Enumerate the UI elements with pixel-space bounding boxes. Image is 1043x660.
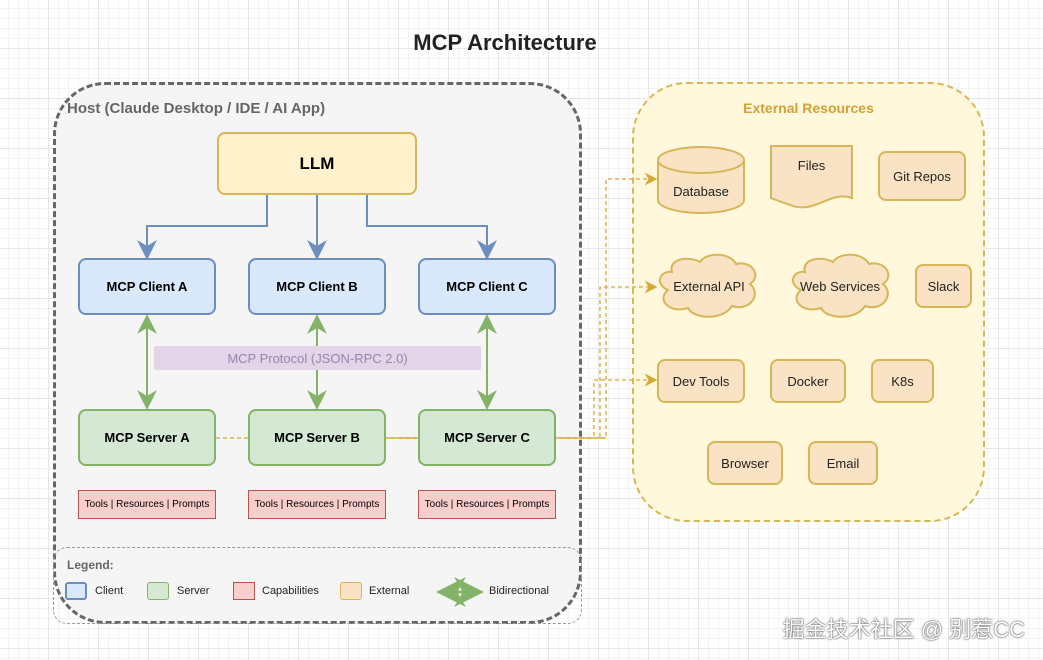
mcp-server-c: MCP Server C — [418, 409, 556, 466]
docker-node: Docker — [770, 359, 846, 403]
legend-bidirectional-label: Bidirectional — [489, 585, 549, 597]
watermark: 掘金技术社区 @ 别惹CC — [782, 617, 1025, 642]
legend-external-swatch — [340, 582, 362, 600]
capabilities-a: Tools | Resources | Prompts — [78, 490, 216, 519]
capabilities-b: Tools | Resources | Prompts — [248, 490, 386, 519]
llm-to-client-a-edge — [137, 195, 268, 260]
legend-server-swatch — [147, 582, 169, 600]
legend-capabilities-swatch — [233, 582, 255, 600]
dev-tools-node: Dev Tools — [657, 359, 745, 403]
llm-to-client-c-edge — [366, 195, 497, 260]
server-to-devtools-edge — [400, 373, 658, 439]
external-resources-label: External Resources — [743, 100, 874, 116]
external-api-label: External API — [673, 279, 745, 294]
mcp-server-b: MCP Server B — [248, 409, 386, 466]
database-shape — [657, 146, 745, 214]
legend-client-label: Client — [95, 585, 124, 597]
capabilities-c: Tools | Resources | Prompts — [418, 490, 556, 519]
diagram-title: MCP Architecture — [413, 30, 597, 55]
web-services-label: Web Services — [800, 279, 880, 294]
mcp-client-b: MCP Client B — [248, 258, 386, 315]
mcp-client-a: MCP Client A — [78, 258, 216, 315]
k8s-node: K8s — [871, 359, 934, 403]
git-repos-node: Git Repos — [878, 151, 966, 201]
host-label: Host (Claude Desktop / IDE / AI App) — [67, 100, 326, 117]
mcp-client-c: MCP Client C — [418, 258, 556, 315]
files-label: Files — [797, 158, 826, 173]
legend — [53, 547, 582, 624]
legend-external-label: External — [369, 585, 410, 597]
files-shape — [770, 145, 853, 209]
web-services-cloud — [791, 253, 890, 318]
legend-client-swatch — [65, 582, 87, 600]
mcp-protocol-band: MCP Protocol (JSON-RPC 2.0) — [154, 346, 481, 370]
database-label: Database — [673, 184, 729, 199]
browser-node: Browser — [707, 441, 783, 485]
legend-title: Legend: — [67, 558, 114, 572]
server-to-database-edge — [216, 172, 658, 439]
llm-node: LLM — [217, 132, 417, 195]
mcp-server-a: MCP Server A — [78, 409, 216, 466]
slack-node: Slack — [915, 264, 972, 308]
legend-server-label: Server — [177, 585, 210, 597]
external-api-cloud — [658, 253, 757, 318]
legend-capabilities-label: Capabilities — [262, 585, 319, 597]
email-node: Email — [808, 441, 878, 485]
